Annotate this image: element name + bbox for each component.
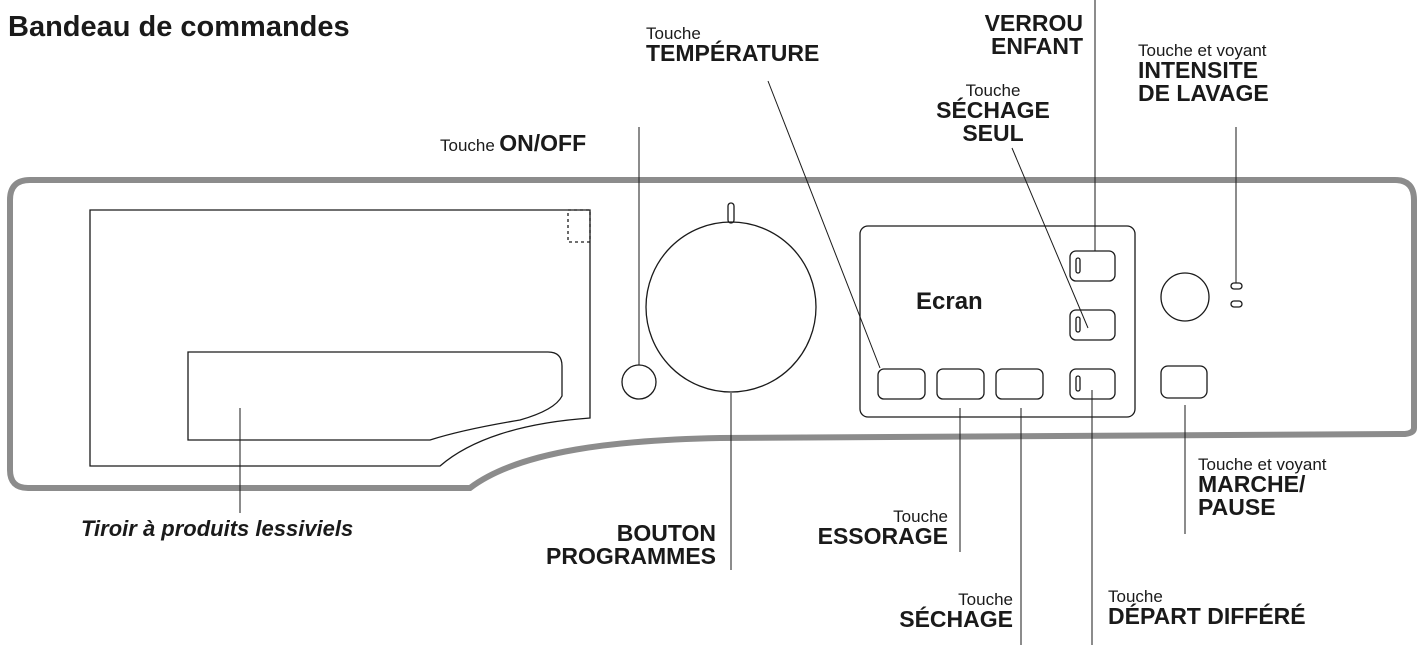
on-off-prefix: Touche — [440, 136, 495, 155]
verrou-line1: VERROU — [984, 10, 1083, 36]
sechage-seul-led — [1075, 316, 1081, 333]
temperature-button — [877, 368, 926, 400]
verrou-led — [1075, 257, 1081, 274]
temperature-prefix: Touche — [646, 24, 701, 43]
verrou-enfant-label: VERROU ENFANT — [955, 12, 1083, 58]
sechage-seul-line2: SEUL — [962, 120, 1024, 146]
marche-pause-label: Touche et voyant MARCHE/ PAUSE — [1198, 456, 1327, 519]
tiroir-label: Tiroir à produits lessiviels — [81, 516, 354, 541]
sechage-prefix: Touche — [958, 590, 1013, 609]
essorage-name: ESSORAGE — [817, 523, 948, 549]
sechage-button — [995, 368, 1044, 400]
depart-differe-label: Touche DÉPART DIFFÉRÉ — [1108, 588, 1306, 628]
marche-pause-line2: PAUSE — [1198, 494, 1276, 520]
drawer-dashed-tab — [567, 209, 591, 243]
on-off-name: ON/OFF — [499, 130, 587, 156]
intensite-button — [1160, 272, 1210, 322]
temperature-label: Touche TEMPÉRATURE — [646, 25, 819, 65]
essorage-button — [936, 368, 985, 400]
depart-differe-name: DÉPART DIFFÉRÉ — [1108, 603, 1306, 629]
detergent-drawer — [89, 209, 591, 467]
depart-differe-led — [1075, 375, 1081, 392]
display-label: Ecran — [916, 288, 983, 315]
program-knob — [645, 221, 817, 393]
temperature-name: TEMPÉRATURE — [646, 40, 820, 66]
intensite-led-2 — [1230, 300, 1243, 308]
sechage-seul-prefix: Touche — [965, 81, 1021, 100]
verrou-line2: ENFANT — [991, 33, 1083, 59]
knob-indicator — [727, 202, 735, 224]
intensite-prefix: Touche et voyant — [1138, 41, 1267, 60]
on-off-button — [621, 364, 657, 400]
intensite-line1: INTENSITE — [1138, 57, 1259, 83]
drawer-handle — [187, 351, 563, 441]
depart-differe-prefix: Touche — [1108, 587, 1163, 606]
display-panel — [859, 225, 1136, 418]
panel-outline — [7, 177, 1417, 491]
essorage-label: Touche ESSORAGE — [786, 508, 948, 548]
bouton-programmes-label: BOUTON PROGRAMMES — [480, 522, 716, 568]
intensite-line2: DE LAVAGE — [1138, 80, 1269, 106]
essorage-prefix: Touche — [893, 507, 948, 526]
programmes-line2: PROGRAMMES — [546, 543, 716, 569]
page-title: Bandeau de commandes — [8, 11, 350, 43]
leader-lines — [239, 0, 1237, 645]
intensite-led-1 — [1230, 282, 1243, 290]
sechage-seul-label: Touche SÉCHAGE SEUL — [917, 82, 1069, 145]
marche-pause-line1: MARCHE/ — [1198, 471, 1306, 497]
marche-pause-prefix: Touche et voyant — [1198, 455, 1327, 474]
programmes-line1: BOUTON — [616, 520, 716, 546]
verrou-enfant-button — [1069, 250, 1116, 282]
on-off-label: Touche ON/OFF — [440, 132, 586, 155]
sechage-label: Touche SÉCHAGE — [860, 591, 1013, 631]
sechage-name: SÉCHAGE — [899, 606, 1013, 632]
sechage-seul-line1: SÉCHAGE — [936, 97, 1050, 123]
sechage-seul-button — [1069, 309, 1116, 341]
marche-pause-button — [1160, 365, 1208, 399]
intensite-label: Touche et voyant INTENSITE DE LAVAGE — [1138, 42, 1269, 105]
